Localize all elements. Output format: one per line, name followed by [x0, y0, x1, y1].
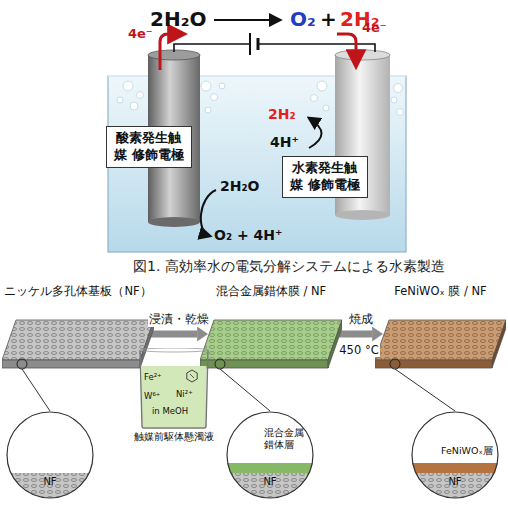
- reaction-species: 2H₂: [268, 106, 296, 122]
- precursor-label: 触媒前駆体懸濁液: [132, 431, 216, 444]
- process-arrow: [150, 331, 197, 338]
- step-label: 浸漬・乾燥: [148, 312, 210, 327]
- reaction-species: O₂ + 4H⁺: [214, 227, 282, 243]
- reaction-arrow: [309, 118, 322, 148]
- magnified-cross-section: FeNiWOₓ層 NF: [411, 411, 499, 499]
- reaction-species: 2H₂O: [220, 178, 260, 194]
- substrate-plate: 混合金属錯体膜 / NF: [200, 284, 342, 376]
- step-label: 焼成: [348, 312, 374, 327]
- reaction-arrow: [201, 190, 216, 236]
- precursor-beaker: Fe²⁺ W⁶⁺ Ni²⁺ in MeOH 触媒前駆体懸濁液: [132, 348, 216, 446]
- layer-label: NF: [6, 476, 94, 489]
- precursor-label: in MeOH: [152, 406, 188, 417]
- precursor-label: Ni²⁺: [176, 389, 193, 400]
- magnifier-line: [220, 369, 270, 411]
- plate-heading: 混合金属錯体膜 / NF: [200, 284, 342, 298]
- electron-arrow: [337, 34, 356, 66]
- plate-heading: ニッケル多孔体基板（NF）: [2, 284, 154, 298]
- magnified-cross-section: NF: [6, 411, 94, 499]
- temperature-label: 450 °C: [338, 343, 379, 357]
- plate-heading: FeNiWOₓ 膜 / NF: [375, 284, 506, 298]
- process-arrow: [338, 331, 372, 338]
- layer-label: 混合金属 錯体層: [264, 427, 310, 451]
- substrate-plate: FeNiWOₓ 膜 / NF: [375, 284, 506, 376]
- precursor-label: Fe²⁺: [144, 372, 162, 383]
- battery-symbol: [250, 33, 258, 55]
- layer-label: NF: [226, 476, 314, 489]
- magnifier-line: [395, 369, 455, 411]
- circuit-wire: [174, 44, 375, 52]
- electrode-label: 酸素発生触媒 修飾電極: [112, 130, 186, 164]
- equation-term: 2H₂O: [150, 7, 206, 31]
- electrode-label: 水素発生触媒 修飾電極: [288, 160, 362, 194]
- electrode-label-box: 水素発生触媒 修飾電極: [282, 156, 368, 198]
- figure-caption: 図1. 高効率水の電気分解システムによる水素製造: [70, 258, 508, 276]
- precursor-label: W⁶⁺: [144, 391, 160, 402]
- magnifier-line: [22, 369, 50, 411]
- reaction-arrow: [214, 19, 280, 21]
- electron-arrow: [160, 34, 184, 70]
- equation-term: O₂: [290, 7, 316, 31]
- layer-label: FeNiWOₓ層: [441, 445, 493, 457]
- layer-label: NF: [411, 476, 499, 489]
- magnified-cross-section: 混合金属 錯体層 NF: [226, 411, 314, 499]
- equation-term: +: [320, 7, 337, 31]
- substrate-plate: ニッケル多孔体基板（NF）: [2, 284, 154, 376]
- electron-label: 4e⁻: [128, 26, 153, 41]
- reaction-species: 4H⁺: [270, 134, 299, 150]
- electrode-label-box: 酸素発生触媒 修飾電極: [106, 126, 192, 168]
- electron-label: 4e⁻: [362, 20, 387, 35]
